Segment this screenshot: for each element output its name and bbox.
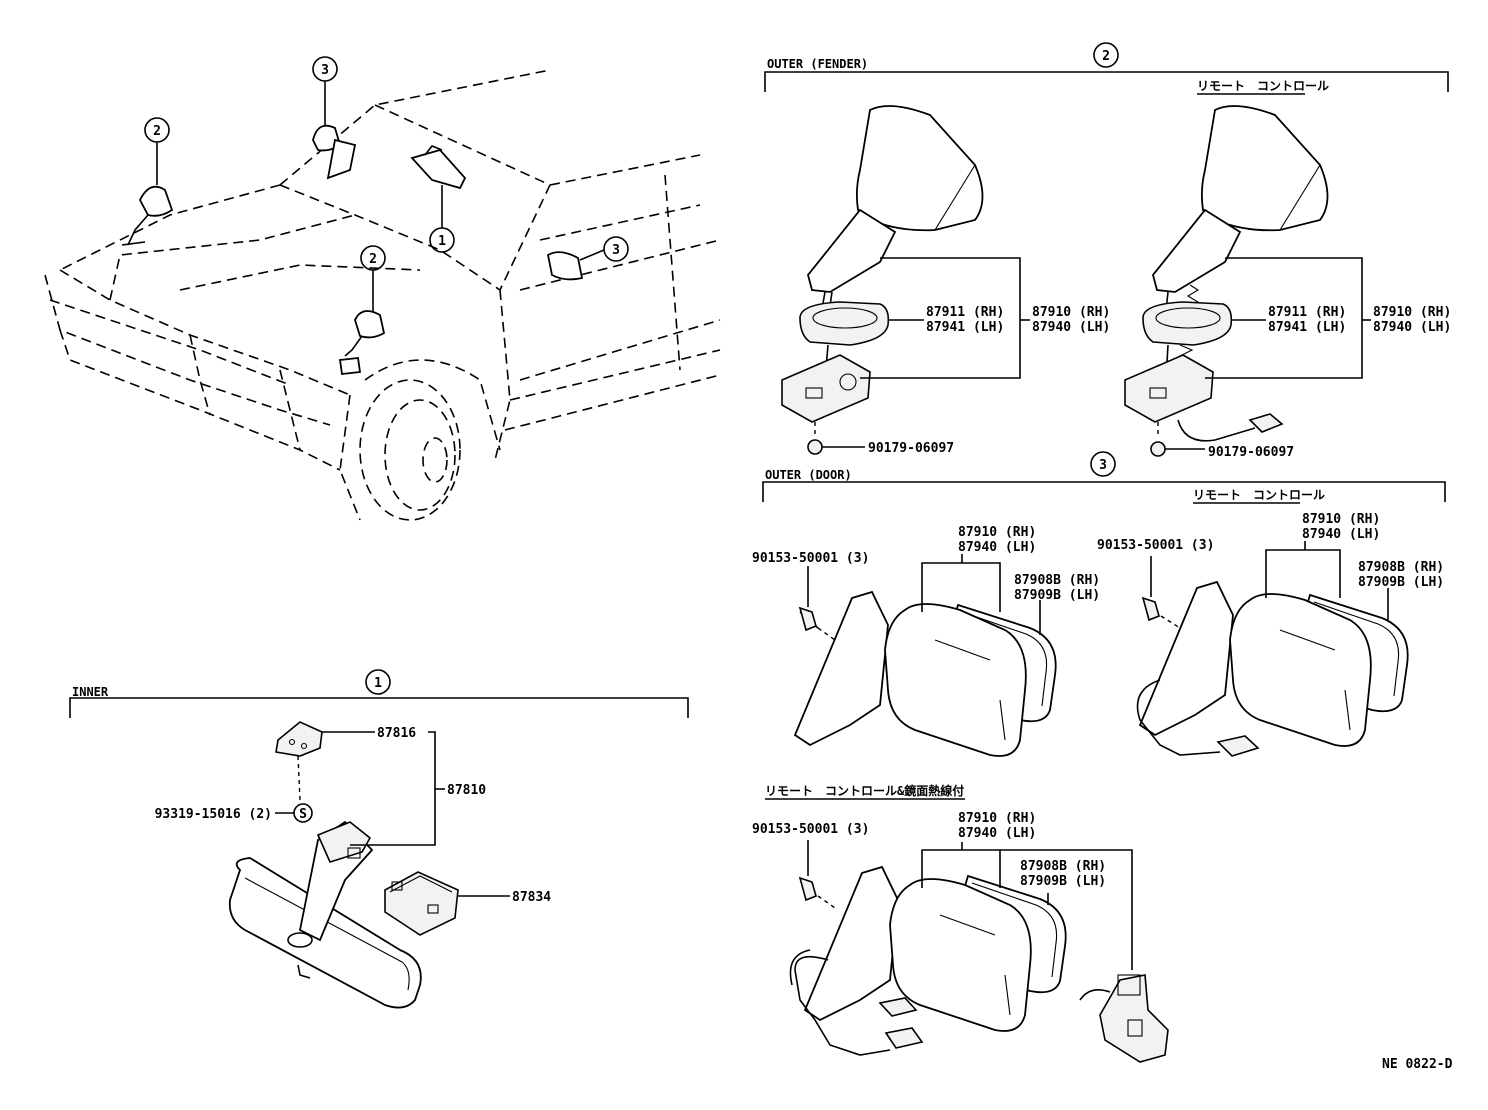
label-87910-fender-a: 87910 (RH) (1032, 305, 1110, 320)
label-90153-door-a: 90153-50001 (3) (752, 551, 869, 566)
section-callout: 2 (1102, 49, 1110, 64)
label-90179-a: 90179-06097 (868, 441, 954, 456)
remote-switch (1079, 974, 1169, 1063)
callout-label: 3 (612, 243, 620, 258)
car-mirror-inner (410, 145, 467, 190)
label-87908-door-a: 87908B (RH) (1014, 573, 1100, 588)
callout-2-left: 2 (144, 117, 170, 185)
section-callout: 3 (1099, 458, 1107, 473)
section-outer-door: 3 OUTER (DOOR) リモート コントロール (752, 451, 1446, 757)
label-93319: 93319-15016 (2) (155, 807, 272, 822)
callout-label: 1 (438, 234, 446, 249)
inner-mirror-87810 (228, 820, 422, 1009)
car-mirror-door-side (546, 251, 584, 281)
label-87941-fender-b: 87941 (LH) (1268, 320, 1346, 335)
section-title-outer-door: OUTER (DOOR) (765, 468, 852, 482)
section-outer-fender: 2 OUTER (FENDER) リモート コントロール (764, 42, 1451, 460)
section-title-inner: INNER (72, 685, 109, 699)
callout-3-side: 3 (579, 236, 629, 262)
label-87816: 87816 (377, 726, 416, 741)
door-mirror-remote (1136, 580, 1409, 757)
label-87911-fender-b: 87911 (RH) (1268, 305, 1346, 320)
bracket-87816 (275, 721, 323, 757)
label-90153-door-b: 90153-50001 (3) (1097, 538, 1214, 553)
label-87909-heater: 87909B (LH) (1020, 874, 1106, 889)
label-87940-heater: 87940 (LH) (958, 826, 1036, 841)
label-87910-door-b: 87910 (RH) (1302, 512, 1380, 527)
fender-mirror-remote (1124, 105, 1329, 457)
callout-label: 2 (369, 252, 377, 267)
label-90179-b: 90179-06097 (1208, 445, 1294, 460)
car-mirror-fender-left (121, 185, 174, 246)
callout-2-right: 2 (360, 245, 386, 312)
label-87910-fender-b: 87910 (RH) (1373, 305, 1451, 320)
label-87940-door-a: 87940 (LH) (958, 540, 1036, 555)
section-title-outer-fender: OUTER (FENDER) (767, 57, 868, 71)
section-title-remote-heater: リモート コントロール&鏡面熱線付 (765, 783, 964, 798)
callout-label: 2 (153, 124, 161, 139)
label-87941-fender-a: 87941 (LH) (926, 320, 1004, 335)
section-inner: INNER 1 S (69, 669, 689, 1009)
fender-mirror-manual (781, 105, 984, 455)
label-87940-fender-b: 87940 (LH) (1373, 320, 1451, 335)
label-87909-door-b: 87909B (LH) (1358, 575, 1444, 590)
label-87911-fender-a: 87911 (RH) (926, 305, 1004, 320)
section-callout: 1 (374, 676, 382, 691)
screw-symbol: S (299, 807, 307, 822)
label-87834: 87834 (512, 890, 551, 905)
car-mirror-door-top (312, 124, 357, 180)
callout-1-car: 1 (429, 185, 455, 253)
cover-87834 (384, 871, 459, 936)
car-mirror-fender-right (338, 310, 386, 375)
label-87908-door-b: 87908B (RH) (1358, 560, 1444, 575)
label-87810: 87810 (447, 783, 486, 798)
label-90153-heater: 90153-50001 (3) (752, 822, 869, 837)
door-mirror-heated (789, 865, 1067, 1056)
section-subtitle-remote: リモート コントロール (1197, 79, 1329, 93)
section-remote-heater: リモート コントロール&鏡面熱線付 87 (752, 783, 1169, 1063)
label-87909-door-a: 87909B (LH) (1014, 588, 1100, 603)
label-87908-heater: 87908B (RH) (1020, 859, 1106, 874)
label-87940-door-b: 87940 (LH) (1302, 527, 1380, 542)
label-87910-heater: 87910 (RH) (958, 811, 1036, 826)
label-87910-door-a: 87910 (RH) (958, 525, 1036, 540)
diagram-code: NE 0822-D (1382, 1057, 1453, 1072)
car-outline (44, 69, 721, 521)
label-87940-fender-a: 87940 (LH) (1032, 320, 1110, 335)
callout-3-top: 3 (312, 56, 338, 125)
callout-label: 3 (321, 63, 329, 78)
door-mirror-manual (793, 590, 1057, 757)
section-subtitle-remote: リモート コントロール (1193, 488, 1325, 502)
